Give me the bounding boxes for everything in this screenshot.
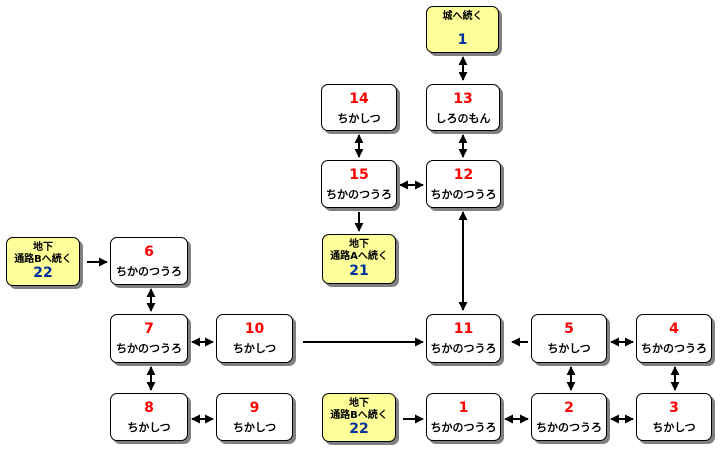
room-label: ちかしつ (652, 421, 696, 434)
room-3: 3 ちかしつ (636, 393, 712, 441)
room-label: ちかのつうろ (430, 188, 497, 201)
room-number: 12 (453, 167, 474, 183)
room-label: ちかしつ (232, 421, 277, 434)
link-passage-a: 地下 通路Aへ続く 21 (322, 234, 396, 284)
link-number: 22 (349, 421, 369, 437)
room-9: 9 ちかしつ (216, 393, 293, 441)
room-label: ちかのつうろ (116, 265, 182, 278)
room-number: 13 (453, 91, 473, 107)
room-number: 4 (669, 321, 679, 337)
room-number: 7 (144, 321, 154, 337)
room-8: 8 ちかしつ (110, 393, 188, 441)
link-passage-b-left: 地下 通路Bへ続く 22 (6, 237, 80, 286)
link-number: 22 (33, 265, 53, 281)
room-number: 1 (458, 400, 469, 416)
room-14: 14 ちかしつ (321, 84, 397, 131)
room-label: しろのもん (435, 112, 491, 125)
room-2: 2 ちかのつうろ (531, 393, 607, 441)
room-label: ちかのつうろ (326, 188, 392, 201)
room-label: ちかしつ (547, 342, 591, 355)
link-text: 地下 通路Bへ続く (14, 242, 72, 265)
room-15: 15 ちかのつうろ (321, 160, 397, 208)
room-label: ちかのつうろ (536, 421, 602, 434)
link-castle: 城へ続く 1 (426, 6, 499, 53)
room-label: ちかのつうろ (641, 342, 707, 355)
room-7: 7 ちかのつうろ (110, 314, 188, 363)
room-number: 14 (349, 91, 369, 107)
room-13: 13 しろのもん (426, 84, 500, 131)
room-number: 9 (249, 400, 260, 416)
room-number: 8 (144, 400, 154, 416)
room-label: ちかのつうろ (430, 342, 497, 355)
room-label: ちかしつ (232, 342, 277, 355)
room-12: 12 ちかのつうろ (426, 160, 501, 208)
room-label: ちかしつ (127, 421, 171, 434)
room-label: ちかしつ (337, 112, 381, 125)
room-10: 10 ちかしつ (216, 314, 293, 363)
link-passage-b-bottom: 地下 通路Bへ続く 22 (322, 393, 396, 442)
room-number: 5 (564, 321, 574, 337)
room-4: 4 ちかのつうろ (636, 314, 712, 363)
room-number: 3 (669, 400, 679, 416)
link-text: 地下 通路Aへ続く (330, 239, 388, 262)
room-label: ちかのつうろ (116, 342, 182, 355)
link-number: 21 (349, 263, 369, 279)
room-number: 2 (564, 400, 574, 416)
room-number: 6 (144, 244, 154, 260)
room-6: 6 ちかのつうろ (110, 237, 188, 285)
room-number: 10 (244, 321, 265, 337)
link-text: 地下 通路Bへ続く (330, 398, 388, 421)
link-number: 1 (457, 32, 468, 48)
room-5: 5 ちかしつ (531, 314, 607, 363)
room-number: 11 (453, 321, 474, 337)
room-11: 11 ちかのつうろ (426, 314, 501, 363)
room-number: 15 (349, 167, 369, 183)
link-text: 城へ続く (442, 11, 483, 22)
room-1: 1 ちかのつうろ (426, 393, 501, 441)
room-label: ちかのつうろ (430, 421, 497, 434)
